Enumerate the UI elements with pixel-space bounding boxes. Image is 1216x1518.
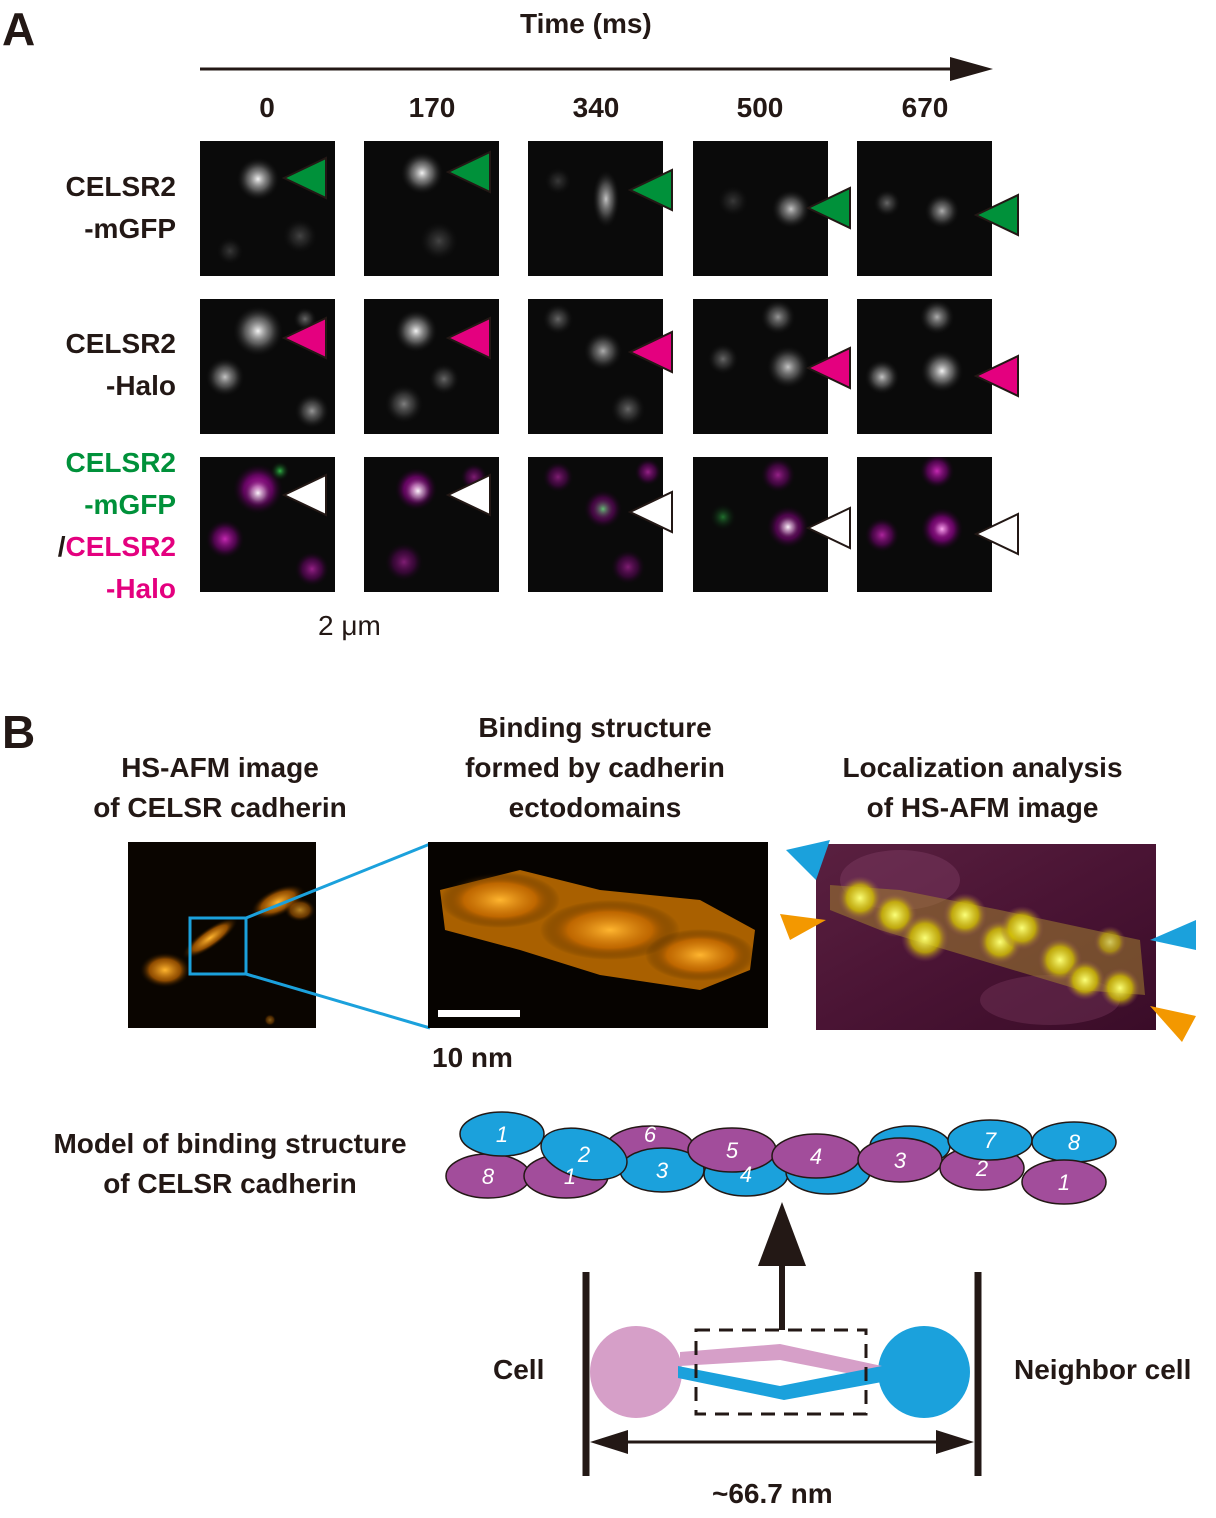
- time-axis-label: Time (ms): [520, 8, 652, 39]
- num-top-5: 5: [726, 1138, 739, 1163]
- tile-merge-670ms: [857, 457, 992, 592]
- row-label-mgfp: CELSR2 -mGFP: [65, 171, 176, 244]
- arrowhead-white-670: [973, 512, 1019, 556]
- num-bottom-1b: 1: [1058, 1170, 1070, 1195]
- num-bottom-3b: 3: [894, 1148, 907, 1173]
- time-point-170: 170: [408, 92, 456, 123]
- distance-label: ~66.7 nm: [712, 1478, 833, 1509]
- tile-halo-500ms: [693, 299, 828, 434]
- num-bottom-4: 4: [740, 1162, 752, 1187]
- num-bottom-2: 2: [975, 1156, 988, 1181]
- panel-a-arrowheads: [281, 150, 1019, 556]
- tile-merge-340ms: [528, 457, 663, 592]
- num-top-4: 4: [810, 1144, 822, 1169]
- arrowhead-white-340: [627, 490, 673, 534]
- scale-bar-10nm-label: 10 nm: [432, 1042, 513, 1073]
- arrowhead-magenta-170: [445, 316, 491, 360]
- tile-merge-170ms: [364, 457, 499, 592]
- arrowhead-magenta-340: [627, 330, 673, 374]
- arrowhead-green-340: [627, 168, 673, 212]
- row-label-halo: CELSR2 -Halo: [65, 328, 176, 401]
- hs-afm-image-title: HS-AFM image of CELSR cadherin: [93, 752, 347, 823]
- tile-mgfp-340ms: [528, 141, 663, 276]
- afm-overview-image: [128, 842, 316, 1028]
- arrowhead-green-170: [445, 150, 491, 194]
- tile-mgfp-500ms: [693, 141, 828, 276]
- arrowhead-white-0: [281, 473, 327, 517]
- arrowhead-white-170: [445, 473, 491, 517]
- dashed-box: [694, 1328, 868, 1416]
- tile-halo-340ms: [528, 299, 663, 434]
- num-top-2: 2: [577, 1142, 590, 1167]
- num-bottom-8: 8: [482, 1164, 495, 1189]
- arrowhead-magenta-500: [805, 346, 851, 390]
- distance-arrow-right: [936, 1430, 974, 1454]
- strand-blue: [678, 1366, 882, 1400]
- domain-top-2: [540, 1127, 628, 1181]
- arrowhead-white-500: [805, 506, 851, 550]
- num-top-6: 6: [644, 1122, 657, 1147]
- time-point-340: 340: [572, 92, 620, 123]
- arrowhead-magenta-670: [973, 354, 1019, 398]
- localization-analysis-title: Localization analysis of HS-AFM image: [842, 752, 1123, 823]
- cadherin-model: 1 2 6 5 4 3 7 8 8 1 3 4 2 1: [445, 1111, 1117, 1205]
- num-bottom-3: 3: [656, 1158, 669, 1183]
- num-top-8: 8: [1068, 1130, 1081, 1155]
- time-point-500: 500: [736, 92, 784, 123]
- arrowhead-orange-left: [780, 914, 826, 940]
- model-title: Model of binding structure of CELSR cadh…: [53, 1128, 407, 1199]
- distance-arrow-left: [590, 1430, 628, 1454]
- arrowhead-magenta-0: [281, 316, 327, 360]
- tile-halo-670ms: [857, 299, 992, 434]
- domain-top-1: [459, 1111, 545, 1157]
- arrowhead-green-670: [973, 193, 1019, 237]
- localization-image: [816, 844, 1156, 1030]
- arrowhead-blue-top: [786, 840, 830, 880]
- panel-a-letter: A: [2, 3, 36, 55]
- time-point-0: 0: [259, 92, 275, 123]
- tile-merge-0ms: [200, 457, 335, 592]
- panel-b-letter: B: [2, 706, 36, 758]
- arrowhead-blue-right: [1150, 920, 1196, 950]
- strand-pink: [680, 1344, 882, 1380]
- cell-diagram: [582, 1202, 982, 1476]
- hs-afm-images: [128, 840, 1196, 1042]
- row-label-merge: CELSR2 -mGFP /CELSR2 -Halo: [57, 447, 176, 604]
- num-top-1: 1: [496, 1122, 508, 1147]
- cell-left-pink: [590, 1326, 682, 1418]
- arrowhead-green-500: [805, 186, 851, 230]
- arrowhead-orange-bottom: [1150, 1006, 1196, 1042]
- afm-zoom-image: [428, 842, 768, 1028]
- binding-structure-title: Binding structure formed by cadherin ect…: [465, 712, 725, 823]
- tile-mgfp-670ms: [857, 141, 992, 276]
- cell-right-blue: [878, 1326, 970, 1418]
- tile-merge-500ms: [693, 457, 828, 592]
- num-bottom-1: 1: [564, 1164, 576, 1189]
- neighbor-cell-label: Neighbor cell: [1014, 1354, 1192, 1385]
- scale-bar-2um-label: 2 μm: [318, 610, 381, 641]
- tile-halo-0ms: [200, 299, 335, 434]
- up-arrow-head: [758, 1202, 806, 1266]
- time-arrow: [200, 57, 993, 81]
- tile-halo-170ms: [364, 299, 499, 434]
- num-top-7: 7: [984, 1128, 997, 1153]
- time-point-670: 670: [901, 92, 949, 123]
- domain-bottom-1b: [1021, 1159, 1107, 1205]
- arrowhead-green-0: [281, 156, 327, 200]
- cell-label: Cell: [493, 1354, 545, 1385]
